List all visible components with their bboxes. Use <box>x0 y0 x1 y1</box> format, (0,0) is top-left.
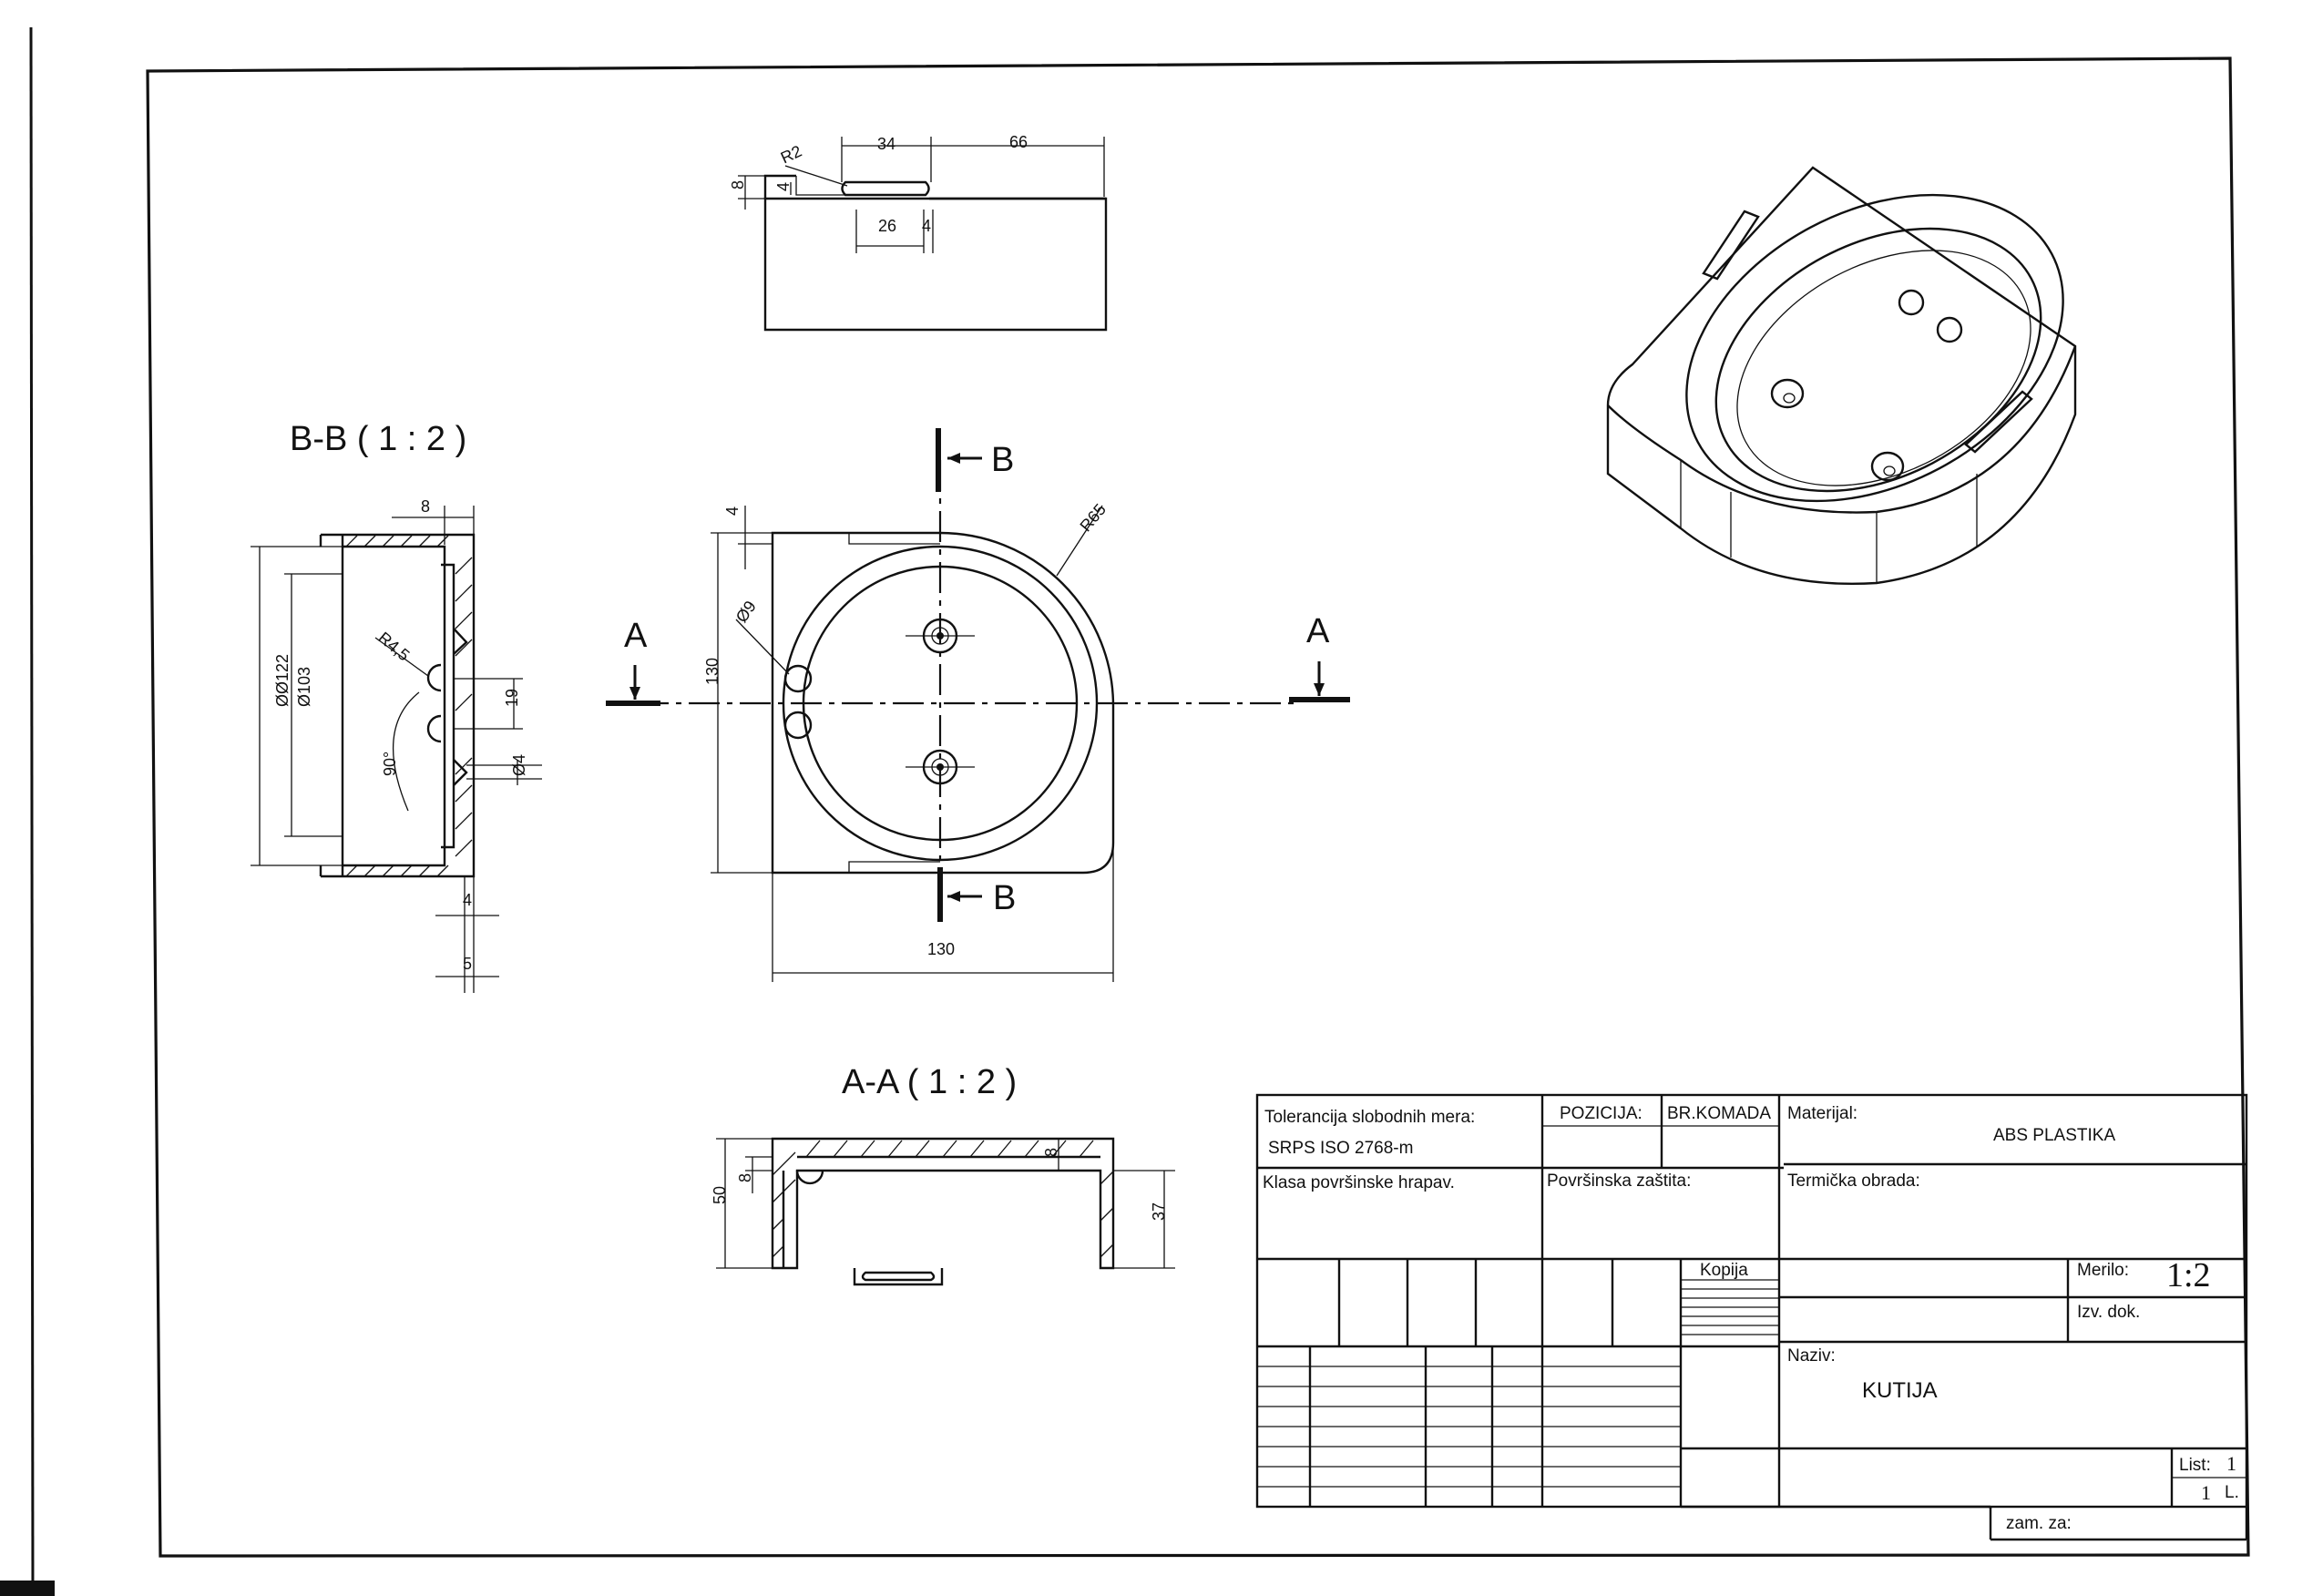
section-aa <box>716 1137 1175 1286</box>
dim-bb-5: 5 <box>463 955 472 973</box>
dim-aa-8-right: 8 <box>1042 1148 1060 1157</box>
dim-front-r65: R65 <box>1076 500 1110 535</box>
name-label: Naziv: <box>1787 1346 1836 1366</box>
dim-aa-50: 50 <box>711 1186 729 1204</box>
position-label: POZICIJA: <box>1560 1104 1642 1123</box>
dim-front-d9: Ø9 <box>732 598 760 626</box>
dim-bb-d103: Ø103 <box>295 667 313 707</box>
section-bb-title: B-B ( 1 : 2 ) <box>290 420 466 458</box>
sheets-total: 1 <box>2201 1481 2211 1504</box>
sheet-edge <box>0 26 55 1596</box>
scale-label: Merilo: <box>2077 1261 2129 1280</box>
section-bb <box>251 506 542 993</box>
dim-top-r2: R2 <box>778 142 804 168</box>
dim-front-130-horizontal: 130 <box>927 940 955 958</box>
sheet-value: 1 <box>2226 1452 2236 1475</box>
replaces-label: zam. za: <box>2006 1514 2072 1533</box>
dim-top-8: 8 <box>729 180 747 189</box>
dim-front-4: 4 <box>723 506 742 516</box>
dim-bb-19: 19 <box>503 689 521 707</box>
section-aa-title: A-A ( 1 : 2 ) <box>842 1063 1017 1101</box>
isometric-view <box>1606 166 2077 586</box>
tolerance-label: Tolerancija slobodnih mera: <box>1264 1108 1475 1127</box>
dim-top-4: 4 <box>774 182 793 191</box>
dim-front-130-vertical: 130 <box>703 658 721 685</box>
title-block <box>1255 1093 2248 1541</box>
dim-top-4b: 4 <box>922 217 931 235</box>
cut-label-b-bottom: B <box>993 879 1016 917</box>
dim-aa-8-left: 8 <box>736 1173 754 1182</box>
dim-top-66: 66 <box>1009 133 1028 151</box>
cut-label-b-top: B <box>991 441 1014 479</box>
material-label: Materijal: <box>1787 1104 1857 1123</box>
dim-bb-d122: ØØ122 <box>273 654 292 707</box>
tolerance-value: SRPS ISO 2768-m <box>1268 1139 1413 1158</box>
pieces-label: BR.KOMADA <box>1667 1104 1771 1123</box>
doc-label: Izv. dok. <box>2077 1303 2140 1322</box>
top-view <box>738 137 1108 332</box>
dim-aa-37: 37 <box>1150 1202 1168 1221</box>
part-name: KUTIJA <box>1862 1378 1938 1403</box>
roughness-label: Klasa površinske hrapav. <box>1263 1173 1455 1192</box>
dim-bb-4: 4 <box>463 891 472 909</box>
heat-treatment-label: Termička obrada: <box>1787 1171 1920 1191</box>
drawing-border <box>146 56 2250 1558</box>
cut-label-a-left: A <box>624 617 648 655</box>
dim-top-26: 26 <box>878 217 896 235</box>
sheet-label: List: <box>2179 1456 2211 1475</box>
copy-label: Kopija <box>1700 1261 1748 1280</box>
sheets-suffix: L. <box>2225 1483 2239 1502</box>
dim-top-34: 34 <box>877 135 895 153</box>
cut-label-a-right: A <box>1306 612 1330 650</box>
surface-protection-label: Površinska zaštita: <box>1547 1171 1691 1191</box>
dim-bb-r45: R4,5 <box>374 629 413 665</box>
material-value: ABS PLASTIKA <box>1993 1126 2115 1145</box>
scale-value: 1:2 <box>2166 1256 2211 1294</box>
dim-bb-d4: Ø4 <box>510 754 528 776</box>
dim-bb-8: 8 <box>421 497 430 516</box>
dim-bb-90deg: 90° <box>381 752 399 776</box>
front-view <box>606 428 1350 982</box>
